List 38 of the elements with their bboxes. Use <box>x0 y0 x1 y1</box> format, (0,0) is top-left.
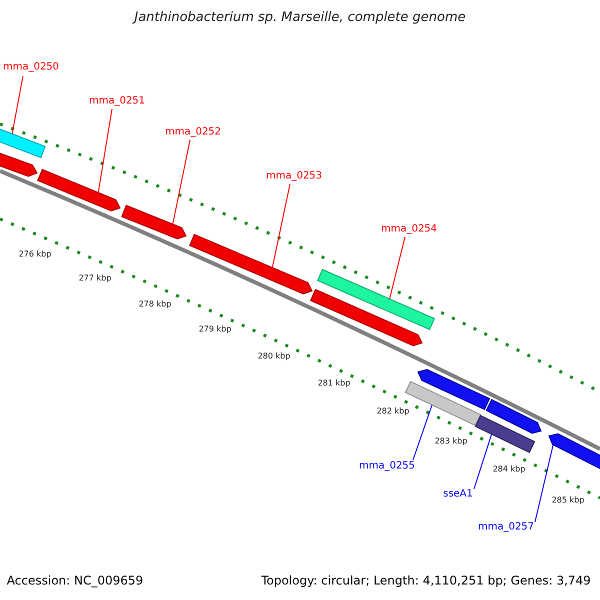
gene-block <box>548 433 600 471</box>
gene-block <box>474 414 536 454</box>
gene-label: sseA1 <box>443 488 473 500</box>
scale-label: 284 kbp <box>492 466 526 474</box>
gene-block <box>37 168 121 212</box>
scale-label: 282 kbp <box>376 408 410 416</box>
gene-label: mma_0255 <box>358 460 416 472</box>
scale-label: 281 kbp <box>318 380 350 388</box>
leader-line <box>474 434 492 490</box>
gene-label: mma_0251 <box>88 96 146 106</box>
scale-label: 285 kbp <box>552 496 584 506</box>
accession-text: Accession: NC_009659 <box>6 574 144 588</box>
scale-label: 279 kbp <box>198 326 232 334</box>
scale-label: 283 kbp <box>434 438 468 446</box>
scale-label: 278 kbp <box>138 300 172 310</box>
leader-line <box>389 236 406 300</box>
leader-line <box>272 184 290 268</box>
gene-block <box>189 234 313 294</box>
gene-label: mma_0253 <box>266 170 322 182</box>
leader-line <box>534 444 554 522</box>
diagram-title: Janthinobacterium sp. Marseille, complete genome <box>134 10 466 26</box>
gene-block <box>316 268 436 330</box>
gene-label: mma_0252 <box>164 126 222 138</box>
scale-label: 280 kbp <box>258 352 290 362</box>
leader-line <box>412 404 433 460</box>
gene-block <box>121 204 187 240</box>
gene-label: mma_0254 <box>380 224 438 234</box>
genome-stats-text: Topology: circular; Length: 4,110,251 bp; Genes: 3,749 <box>261 574 591 588</box>
scale-label: 276 kbp <box>18 250 52 260</box>
gene-label: mma_0250 <box>2 62 60 72</box>
gene-block <box>417 368 490 410</box>
gene-block <box>486 398 542 434</box>
leader-line <box>12 76 24 134</box>
gene-label: mma_0257 <box>478 522 534 532</box>
scale-label: 277 kbp <box>78 274 112 284</box>
gene-block <box>310 288 423 346</box>
leader-line <box>98 108 112 194</box>
leader-line <box>172 140 190 225</box>
